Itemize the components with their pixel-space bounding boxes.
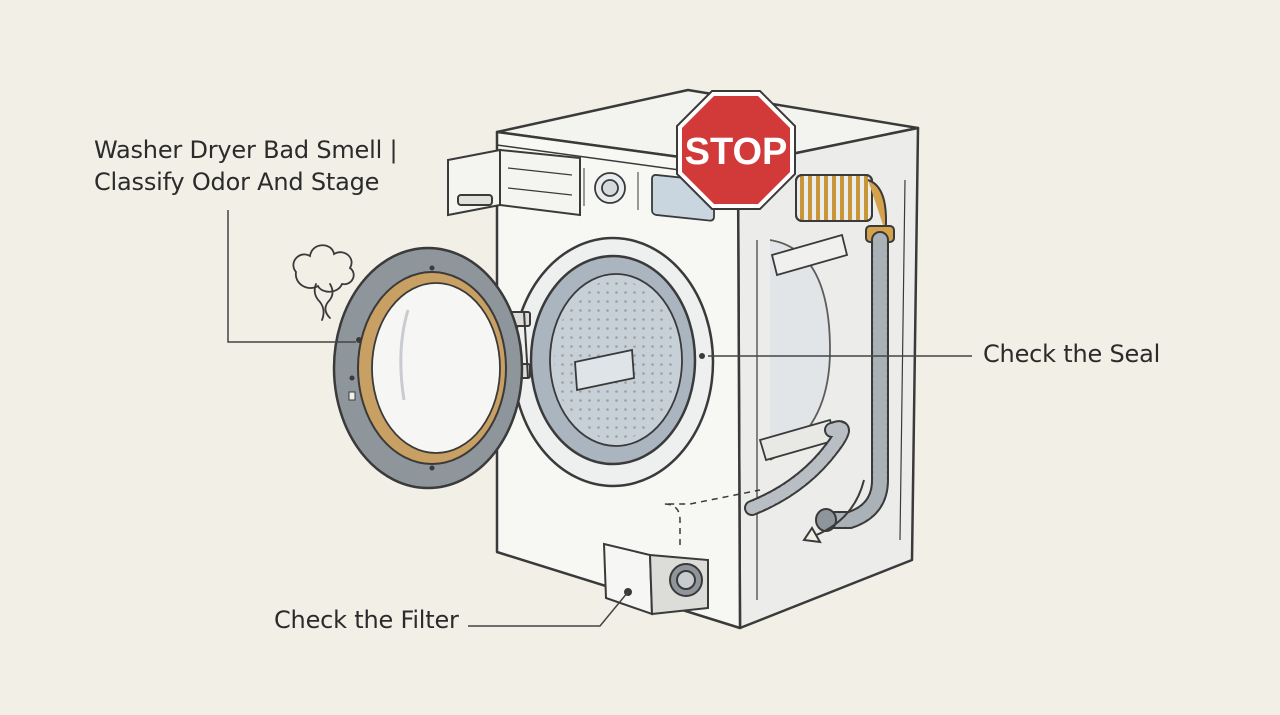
title-leader-line (227, 210, 356, 343)
check-seal-label: Check the Seal (983, 340, 1161, 368)
stop-sign-text: STOP (685, 131, 788, 173)
drain-arrow-icon (802, 479, 865, 544)
filter-hatch (602, 542, 709, 616)
check-filter-label: Check the Filter (274, 606, 459, 634)
stop-sign-icon: STOP (676, 90, 796, 210)
title-line-2: Classify Odor And Stage (94, 168, 380, 196)
door-opening (511, 236, 715, 488)
internal-tub (756, 179, 906, 600)
door-glass (371, 282, 501, 454)
open-door (332, 246, 524, 490)
drain-path-dashed (663, 489, 761, 545)
odor-cloud-icon (292, 244, 355, 321)
detergent-drawer (447, 148, 581, 217)
control-panel (583, 168, 715, 222)
heater-assembly (795, 174, 895, 243)
filter-leader-line (468, 591, 629, 627)
leader-lines (227, 210, 972, 627)
title-line-1: Washer Dryer Bad Smell | (94, 136, 398, 164)
diagram-title: Washer Dryer Bad Smell | Classify Odor A… (94, 134, 398, 198)
seal-point-marker (699, 353, 705, 359)
drum-paddle (574, 348, 635, 392)
drain-hose (744, 231, 889, 532)
